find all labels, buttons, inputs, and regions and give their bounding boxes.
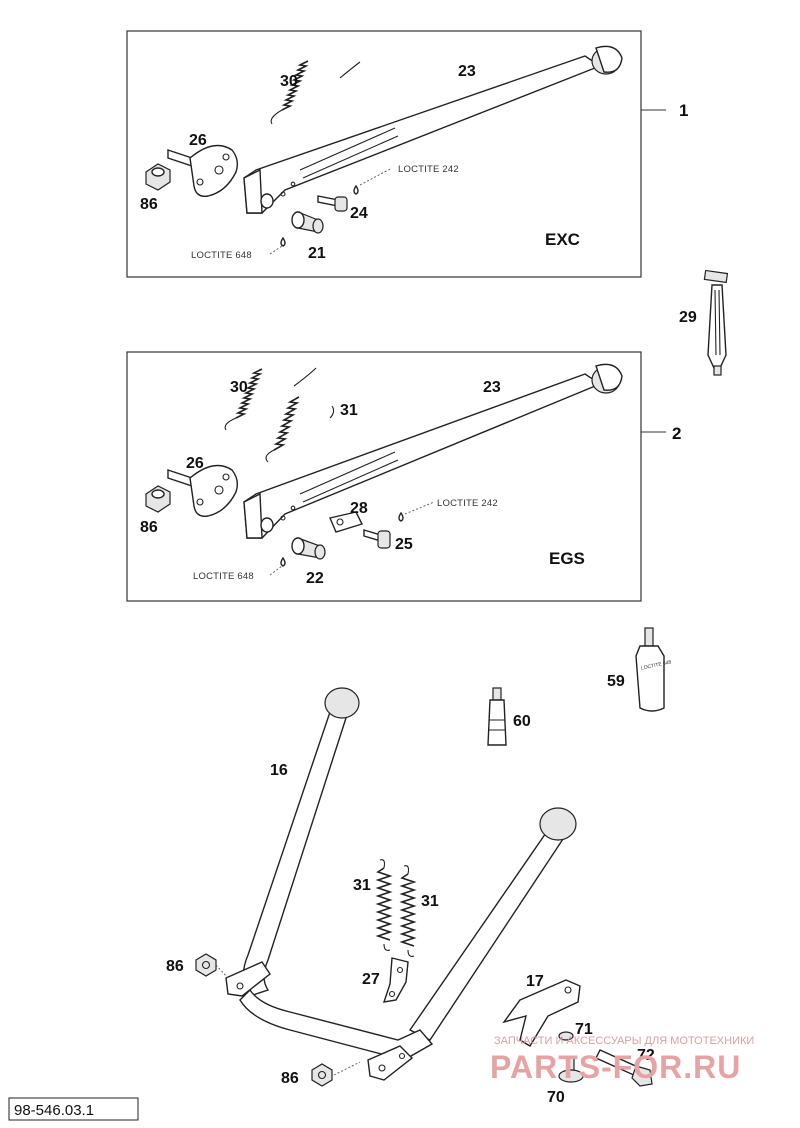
panel-exc-frame: [126, 30, 642, 278]
loctite-drop-242-exc: [353, 184, 359, 195]
label-86-egs: 86: [140, 519, 158, 536]
watermark-tagline: ЗАПЧАСТИ И АКСЕССУАРЫ ДЛЯ МОТОТЕХНИКИ: [494, 1035, 754, 1047]
document-number: 98-546.03.1: [14, 1102, 94, 1119]
watermark-brand: PARTS-FOR.RU: [490, 1049, 741, 1085]
label-31-egs: 31: [340, 402, 358, 419]
label-27: 27: [362, 971, 380, 988]
label-30-egs: 30: [230, 379, 248, 396]
label-23-egs: 23: [483, 379, 501, 396]
spring-bracket-27: [382, 957, 409, 1003]
loctite-648-lead-egs: [269, 565, 283, 576]
label-31-center-b: 31: [421, 893, 439, 910]
tool-29: [703, 269, 729, 376]
panel-egs-frame: [126, 351, 642, 602]
stop-bracket-17: [502, 979, 581, 1047]
nut-86-center-lower: [311, 1061, 361, 1087]
nut-86-exc: [145, 163, 171, 191]
center-stand-left-leg: [242, 711, 347, 997]
center-stand-left-foot: [324, 687, 360, 719]
pivot-bolt-26-exc: [167, 144, 239, 197]
loctite-242-lead-exc: [359, 167, 393, 186]
loctite-242-label-exc: LOCTITE 242: [398, 164, 459, 175]
panel-exc-callout: 1: [679, 101, 688, 120]
label-86-exc: 86: [140, 196, 158, 213]
label-28-egs: 28: [350, 500, 368, 517]
center-stand-right-bracket: [367, 1045, 414, 1081]
bolt-72: [595, 1049, 653, 1087]
loctite-drop-648-exc: [280, 236, 286, 247]
label-17: 17: [526, 973, 544, 990]
variant-exc: EXC: [545, 230, 580, 249]
side-stand-leg-egs: [243, 363, 623, 539]
center-stand-crossbar: [239, 988, 434, 1061]
panel-exc: 1: [126, 30, 688, 278]
spring-30-exc: [270, 60, 361, 125]
center-stand-right-foot: [539, 807, 577, 841]
loctite-648-label-exc: LOCTITE 648: [191, 250, 252, 261]
label-25-egs: 25: [395, 536, 413, 553]
label-86-center-upper: 86: [166, 958, 184, 975]
loctite-drop-242-egs: [398, 511, 404, 522]
label-16: 16: [270, 762, 288, 779]
label-26-exc: 26: [189, 132, 207, 149]
label-30-exc: 30: [280, 73, 298, 90]
label-21-exc: 21: [308, 245, 326, 262]
label-72: 72: [637, 1047, 655, 1064]
bracket-28-egs: [329, 511, 363, 533]
center-stand: [225, 687, 577, 1081]
loctite-648-label-egs: LOCTITE 648: [193, 571, 254, 582]
nut-86-center-upper: [195, 953, 229, 979]
panel-egs-callout: 2: [672, 424, 681, 443]
loctite-bottle-59: LOCTITE 648: [635, 627, 672, 712]
loctite-242-lead-egs: [404, 501, 435, 515]
spring-30-egs: [224, 367, 317, 431]
variant-egs: EGS: [549, 549, 585, 568]
loctite-drop-648-egs: [280, 556, 286, 567]
spring-31-egs: [265, 396, 335, 463]
loctite-tube-60: [487, 687, 507, 746]
label-29: 29: [679, 309, 697, 326]
label-31-center-a: 31: [353, 877, 371, 894]
label-71: 71: [575, 1021, 593, 1038]
bolt-25-egs: [363, 529, 391, 549]
loctite-648-lead-exc: [269, 245, 283, 255]
label-23-exc: 23: [458, 63, 476, 80]
nut-86-egs: [145, 485, 171, 513]
label-22-egs: 22: [306, 570, 324, 587]
rubber-stop-21-exc: [291, 211, 324, 234]
label-24-exc: 24: [350, 205, 368, 222]
rubber-stop-22-egs: [291, 537, 326, 560]
rubber-70: [558, 1057, 584, 1083]
label-86-center-lower: 86: [281, 1070, 299, 1087]
pivot-bolt-26-egs: [167, 464, 239, 517]
label-70: 70: [547, 1089, 565, 1106]
side-stand-leg-exc: [243, 45, 623, 214]
label-26-egs: 26: [186, 455, 204, 472]
label-60: 60: [513, 713, 531, 730]
panel-egs: 2: [126, 351, 681, 602]
bolt-24-exc: [317, 195, 348, 212]
loctite-242-label-egs: LOCTITE 242: [437, 498, 498, 509]
spring-31-center-b: [399, 865, 417, 957]
document-number-box: [8, 1097, 139, 1121]
washer-71: [558, 1031, 574, 1041]
spring-31-center-a: [375, 859, 393, 951]
label-59: 59: [607, 673, 625, 690]
